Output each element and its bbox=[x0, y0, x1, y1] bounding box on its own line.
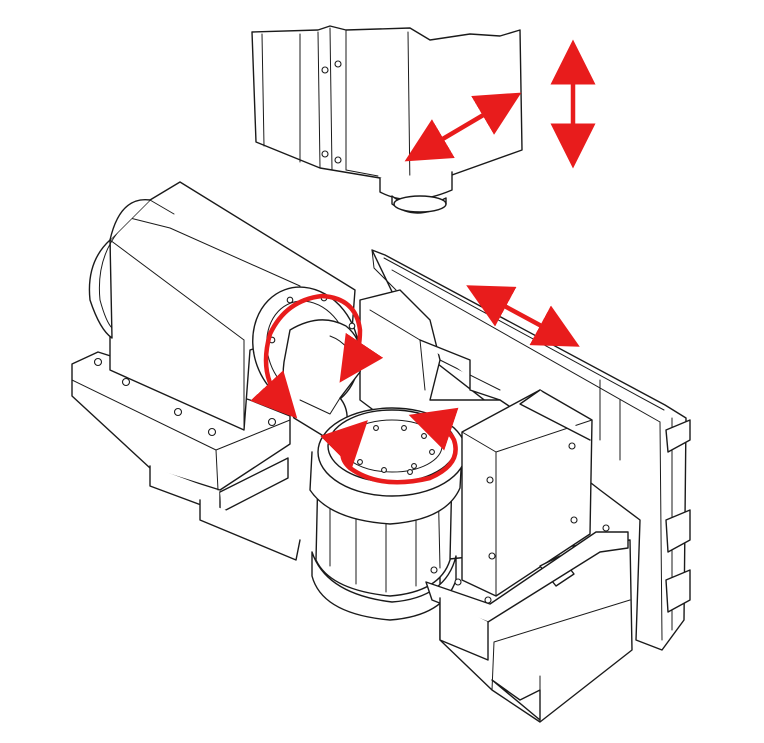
motion-arrows bbox=[250, 39, 596, 485]
c-axis-rotation-arrow bbox=[320, 407, 459, 485]
x-axis-arrow bbox=[466, 285, 580, 347]
spindle-head bbox=[251, 25, 523, 214]
table-motor-box bbox=[425, 389, 629, 661]
a-axis-rotation-arrow bbox=[250, 293, 384, 419]
y-axis-arrow bbox=[404, 92, 522, 162]
